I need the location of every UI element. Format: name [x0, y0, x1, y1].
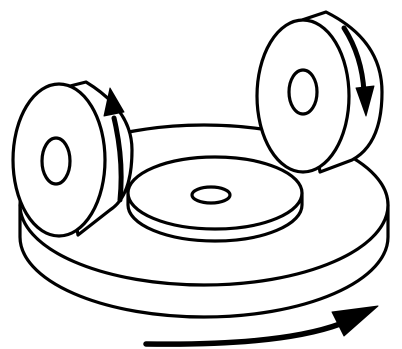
center-hub — [128, 157, 302, 241]
right-wheel-axle-hole — [289, 70, 317, 114]
left-wheel-axle-hole — [42, 138, 70, 184]
hub-center-hole — [192, 187, 230, 203]
